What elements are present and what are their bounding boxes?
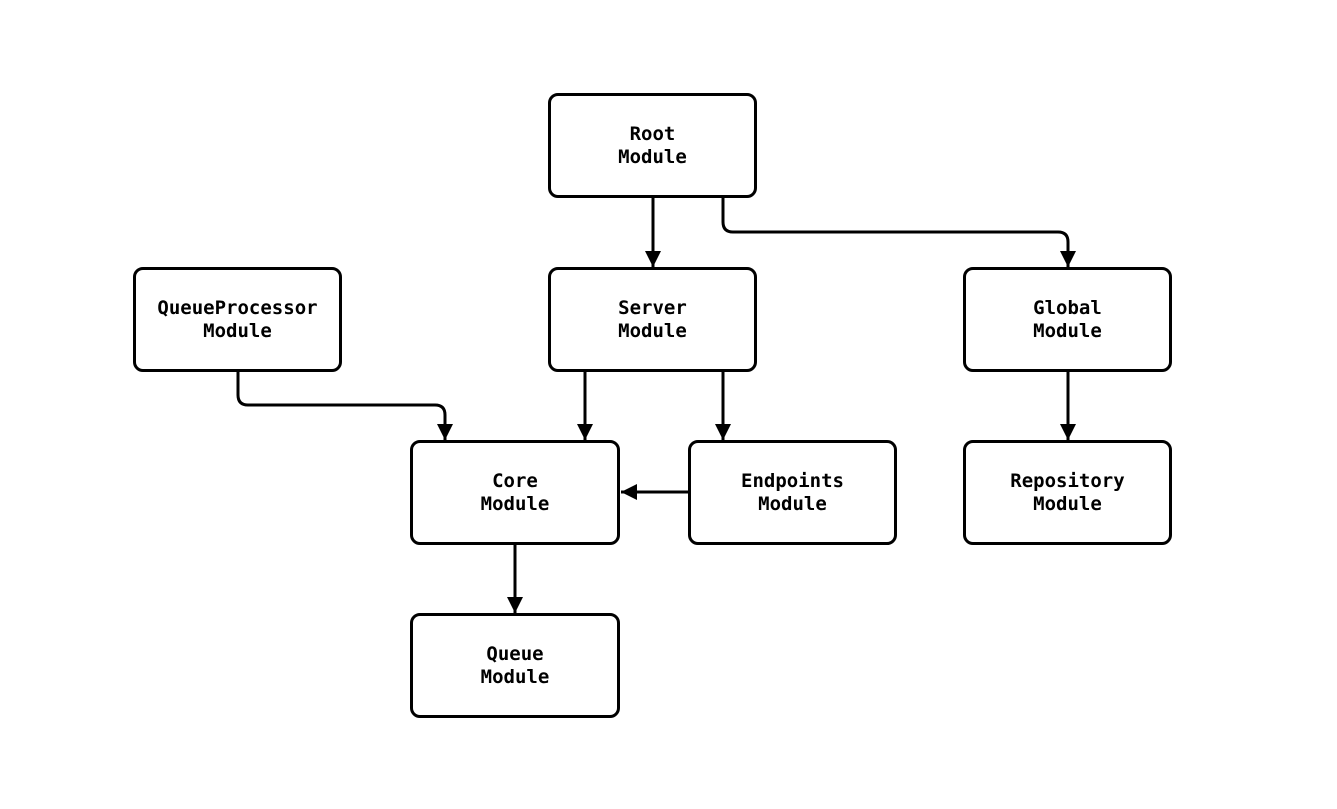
node-label: Module xyxy=(203,319,272,342)
node-label: Server xyxy=(618,296,687,319)
node-label: Module xyxy=(618,319,687,342)
edge-queueprocessor-module-to-core-module xyxy=(236,372,453,440)
node-label: Endpoints xyxy=(741,469,844,492)
node-label: Module xyxy=(618,145,687,168)
node-label: Module xyxy=(480,492,550,515)
node-label: Root xyxy=(629,122,676,145)
edge-root-module-to-global-module xyxy=(721,198,1076,267)
node-label: Module xyxy=(1033,319,1102,342)
node-label: Queue xyxy=(486,642,544,665)
node-label: Core xyxy=(492,469,538,492)
node-label: Module xyxy=(758,492,827,515)
node-label: Module xyxy=(1033,492,1102,515)
node-label: QueueProcessor xyxy=(157,296,318,319)
node-label: Module xyxy=(480,665,550,688)
node-label: Global xyxy=(1033,296,1102,319)
node-label: Repository xyxy=(1010,469,1125,492)
